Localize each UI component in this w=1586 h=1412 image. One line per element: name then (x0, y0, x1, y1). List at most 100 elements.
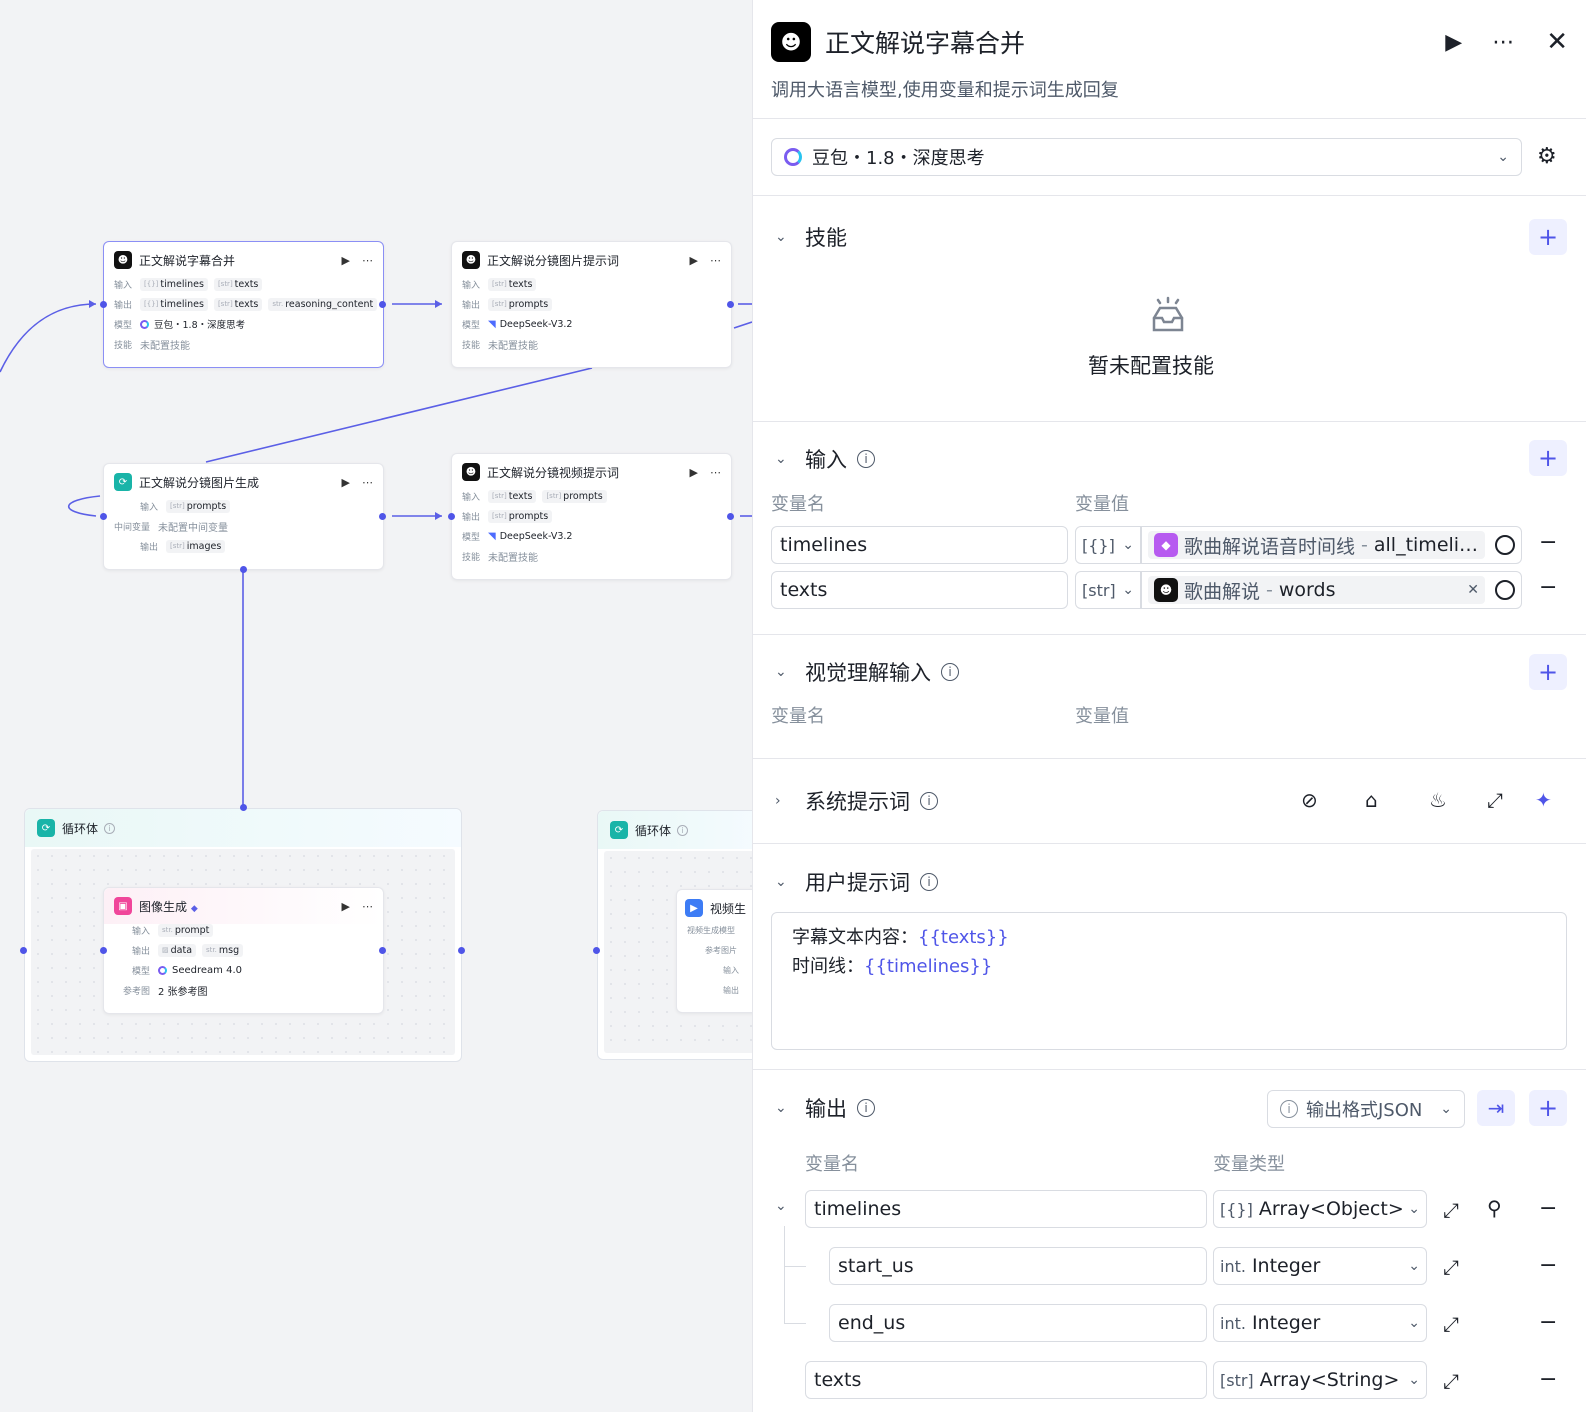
add-vision-input-button[interactable]: + (1529, 654, 1567, 690)
info-icon[interactable]: i (104, 822, 116, 834)
port-dot[interactable] (100, 301, 107, 308)
output-var-name-field[interactable]: timelines (805, 1190, 1207, 1228)
input-ref-value[interactable]: ◆ 歌曲解说语音时间线 - all_timeli… ✕ (1141, 526, 1522, 564)
section-user-prompt[interactable]: ⌄ 用户提示词 i (775, 867, 938, 897)
gear-icon[interactable]: ⚙ (1537, 144, 1557, 169)
expand-icon[interactable]: ⤢ (1443, 1198, 1459, 1222)
input-type-select[interactable]: [{}] ⌄ (1075, 526, 1141, 564)
run-icon[interactable]: ▶ (341, 253, 350, 267)
info-icon[interactable]: i (677, 824, 689, 836)
output-type-select[interactable]: int. Integer ⌄ (1213, 1247, 1427, 1285)
node-image-generation[interactable]: ⟳ 正文解说分镜图片生成 ▶⋯ 输入 [str]prompts 中间变量 未配置… (103, 463, 384, 570)
expand-icon[interactable]: ⤢ (1443, 1369, 1459, 1393)
ai-sparkle-icon[interactable]: ✦ (1535, 788, 1552, 812)
empty-inbox-icon (1152, 296, 1184, 332)
info-icon[interactable]: i (857, 450, 875, 468)
port-dot[interactable] (240, 804, 247, 811)
port-dot[interactable] (593, 947, 600, 954)
input-var-name-field[interactable]: texts (771, 571, 1068, 609)
chevron-down-icon[interactable]: ⌄ (775, 1198, 787, 1214)
output-var-name-field[interactable]: end_us (829, 1304, 1207, 1342)
remove-output-button[interactable]: − (1539, 1253, 1558, 1278)
output-var-name-field[interactable]: texts (805, 1361, 1207, 1399)
input-type-select[interactable]: [str] ⌄ (1075, 571, 1141, 609)
section-skills[interactable]: ⌄ 技能 (775, 222, 847, 252)
port-dot[interactable] (379, 947, 386, 954)
remove-input-button[interactable]: − (1539, 530, 1558, 555)
port-dot[interactable] (379, 301, 386, 308)
clear-icon[interactable]: ✕ (1478, 537, 1485, 553)
run-icon[interactable]: ▶ (689, 465, 698, 479)
variable-picker-icon[interactable] (1495, 580, 1515, 600)
output-type-select[interactable]: [str] Array<String> ⌄ (1213, 1361, 1427, 1399)
section-output[interactable]: ⌄ 输出 i (775, 1093, 875, 1123)
info-icon[interactable]: i (941, 663, 959, 681)
remove-output-button[interactable]: − (1539, 1367, 1558, 1392)
output-type-select[interactable]: [{}] Array<Object> ⌄ (1213, 1190, 1427, 1228)
port-dot[interactable] (727, 513, 734, 520)
port-dot[interactable] (379, 513, 386, 520)
run-icon[interactable]: ▶ (341, 475, 350, 489)
run-icon[interactable]: ▶ (1445, 29, 1463, 55)
section-system-prompt[interactable]: › 系统提示词 i (775, 786, 938, 816)
input-var-name-field[interactable]: timelines (771, 526, 1068, 564)
info-icon[interactable]: i (920, 873, 938, 891)
port-dot[interactable] (100, 947, 107, 954)
more-icon[interactable]: ⋯ (710, 253, 721, 267)
lightbulb-icon[interactable]: ♨ (1429, 788, 1447, 812)
node-video-gen[interactable]: ▶ 视频生 视频生成模型 参考图片 输入 输出 (676, 889, 752, 1013)
node-image-gen[interactable]: ▣ 图像生成 ◆ ▶⋯ 输入 str.prompt 输出 ▨data str.m… (103, 887, 384, 1014)
output-type-select[interactable]: int. Integer ⌄ (1213, 1304, 1427, 1342)
remove-output-button[interactable]: − (1539, 1310, 1558, 1335)
panel-title[interactable]: 正文解说字幕合并 (825, 29, 1026, 58)
remove-output-button[interactable]: − (1539, 1196, 1558, 1221)
node-subtitle-merge[interactable]: ☻ 正文解说字幕合并 ▶⋯ 输入 [{}]timelines [str]text… (103, 241, 384, 368)
section-vision-input[interactable]: ⌄ 视觉理解输入 i (775, 657, 959, 687)
close-icon[interactable]: ✕ (1546, 27, 1568, 57)
port-dot[interactable] (458, 947, 465, 954)
add-child-icon[interactable]: ⚲ (1487, 1196, 1502, 1220)
section-input[interactable]: ⌄ 输入 i (775, 444, 875, 474)
node-image-prompt[interactable]: ☻ 正文解说分镜图片提示词 ▶⋯ 输入 [str]texts 输出 [str]p… (451, 241, 732, 368)
port-dot[interactable] (727, 301, 734, 308)
clear-icon[interactable]: ✕ (1467, 582, 1479, 598)
more-icon[interactable]: ⋯ (362, 253, 373, 267)
info-icon[interactable]: i (857, 1099, 875, 1117)
input-ref-value[interactable]: ☻ 歌曲解说 - words ✕ (1141, 571, 1522, 609)
workflow-canvas[interactable]: ☻ 正文解说字幕合并 ▶⋯ 输入 [{}]timelines [str]text… (0, 0, 752, 1412)
node-video-prompt[interactable]: ☻ 正文解说分镜视频提示词 ▶⋯ 输入 [str]texts [str]prom… (451, 453, 732, 580)
model-select[interactable]: 豆包・1.8・深度思考 ⌄ (771, 138, 1522, 176)
port-dot[interactable] (448, 513, 455, 520)
add-input-button[interactable]: + (1529, 440, 1567, 476)
llm-robot-icon: ☻ (114, 251, 132, 269)
port-dot[interactable] (240, 566, 247, 573)
remove-input-button[interactable]: − (1539, 575, 1558, 600)
run-icon[interactable]: ▶ (341, 899, 350, 913)
prompt-line: 字幕文本内容：{{texts}} (792, 927, 1009, 948)
more-icon[interactable]: ⋯ (1492, 29, 1517, 55)
expand-icon[interactable]: ⤢ (1443, 1255, 1459, 1279)
more-icon[interactable]: ⋯ (710, 465, 721, 479)
port-dot[interactable] (100, 513, 107, 520)
compass-icon[interactable]: ⊘ (1301, 788, 1318, 812)
add-output-button[interactable]: + (1529, 1090, 1567, 1126)
expand-icon[interactable]: ⤢ (1487, 788, 1503, 812)
add-skill-button[interactable]: + (1529, 219, 1567, 255)
var-chip: str.prompt (158, 923, 214, 937)
run-icon[interactable]: ▶ (689, 253, 698, 267)
output-format-select[interactable]: i 输出格式JSON ⌄ (1267, 1090, 1465, 1128)
var-chip: [str]texts (488, 489, 537, 503)
row-label: 输入 (131, 926, 150, 937)
user-prompt-editor[interactable]: 字幕文本内容：{{texts}} 时间线：{{timelines}} (771, 912, 1567, 1050)
more-icon[interactable]: ⋯ (362, 899, 373, 913)
more-icon[interactable]: ⋯ (362, 475, 373, 489)
edge-into-merge (0, 303, 97, 373)
import-icon[interactable]: ⇥ (1477, 1090, 1515, 1126)
output-var-name-field[interactable]: start_us (829, 1247, 1207, 1285)
prompt-library-icon[interactable]: ⌂ (1365, 788, 1378, 812)
expand-icon[interactable]: ⤢ (1443, 1312, 1459, 1336)
port-dot[interactable] (20, 947, 27, 954)
info-icon[interactable]: i (920, 792, 938, 810)
doubao-logo-icon (140, 319, 149, 329)
variable-picker-icon[interactable] (1495, 535, 1515, 555)
